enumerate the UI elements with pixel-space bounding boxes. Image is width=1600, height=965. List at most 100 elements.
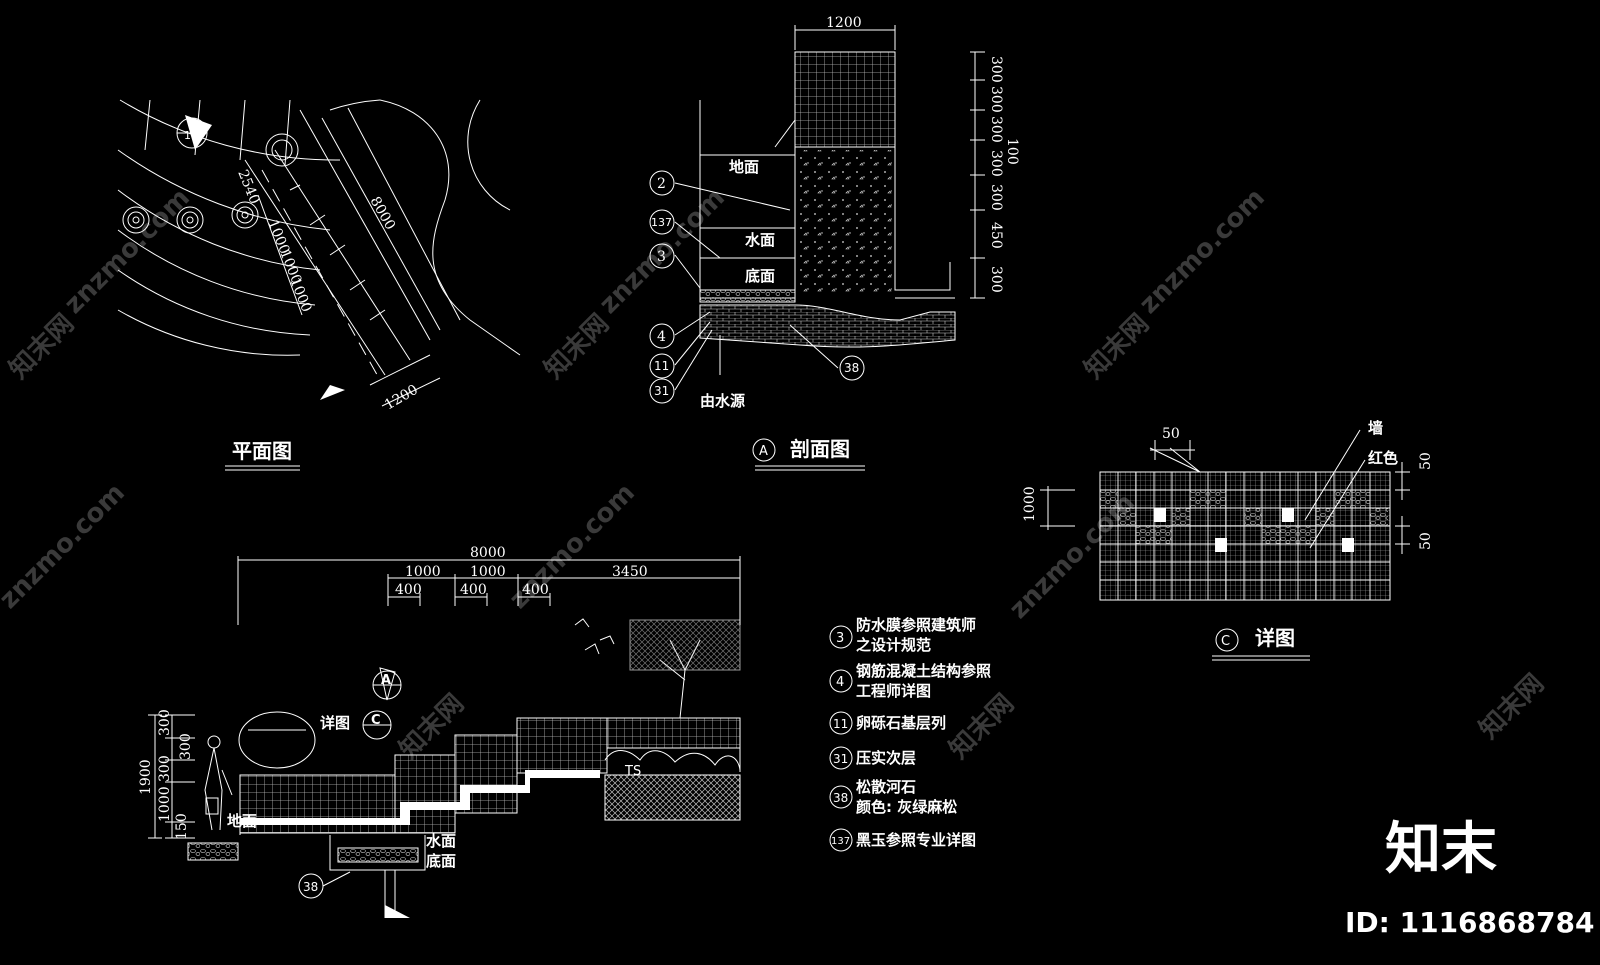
section-callout: 137 [651, 216, 672, 229]
detail-label-red: 红色 [1368, 449, 1398, 467]
watermark-site: 知末网 [539, 309, 615, 385]
watermark-site: 知末网 [4, 309, 80, 385]
section-right-dim: 300 [988, 150, 1004, 177]
section-callout: 2 [657, 176, 666, 192]
detail-label-wall: 墙 [1368, 419, 1383, 437]
detail-dim-right: 50 [1418, 452, 1434, 470]
watermark-site: 知末网 [1474, 669, 1550, 745]
section-right-dim: 300 [988, 116, 1004, 143]
watermark-site: 知末网 [944, 689, 1020, 765]
legend-item: 4 钢筋混凝土结构参照 工程师详图 [829, 662, 991, 700]
elev-label-ground: 地面 [227, 812, 257, 830]
legend-item: 3 防水膜参照建筑师 之设计规范 [829, 616, 976, 654]
detail-dim-top: 50 [1162, 426, 1180, 442]
watermark-site: znzmo.com [59, 183, 196, 320]
legend-item: 137 黑玉参照专业详图 [829, 828, 976, 852]
section-title: 剖面图 [790, 437, 850, 461]
plan-title: 平面图 [232, 439, 292, 463]
elev-left-dim: 1000 [157, 786, 173, 822]
legend-text: 卵砾石基层列 [856, 714, 946, 732]
elev-left-dim: 150 [174, 813, 190, 840]
section-right-dim: 450 [988, 222, 1004, 249]
section-callout: 11 [654, 359, 669, 373]
legend-text: 工程师详图 [856, 682, 931, 700]
watermark-site: 知末网 [1079, 309, 1155, 385]
section-right-dim: 300 [988, 56, 1004, 83]
section-a [649, 25, 985, 462]
section-a-labels: 1200 300 300 300 300 300 450 300 100 地面 … [651, 15, 1020, 471]
legend-num: 11 [833, 717, 848, 731]
elev-callout: 38 [303, 880, 318, 894]
section-title-marker: A [759, 444, 768, 459]
elev-dim: 1000 [470, 564, 506, 580]
elev-dim-total: 8000 [470, 545, 506, 561]
elev-left-total: 1900 [138, 759, 154, 795]
watermark-site: znzmo.com [1134, 183, 1271, 320]
legend-num: 137 [831, 836, 850, 847]
section-label-water: 水面 [745, 231, 775, 249]
elev-left-dim: 300 [157, 709, 173, 736]
plan-labels: 1 B 2540 8000 1000 1000 1000 1200 平面图 [184, 124, 421, 471]
elev-label-ts: TS [624, 764, 641, 779]
logo-id: ID: 1116868784 [1345, 906, 1594, 939]
plan-dim: 8000 [367, 194, 399, 233]
section-title-underline [755, 465, 865, 471]
logo-text: 知末 [1385, 817, 1497, 882]
legend-text: 颜色: 灰绿麻松 [856, 798, 957, 816]
detail-title-underline [1212, 655, 1310, 661]
elev-label-detail: 详图 [320, 714, 350, 732]
elev-marker-c: C [371, 713, 381, 728]
elev-dim: 3450 [612, 564, 648, 580]
legend-text: 压实次层 [856, 749, 916, 767]
detail-title: 详图 [1255, 626, 1295, 650]
legend-text: 之设计规范 [856, 636, 931, 654]
section-right-dim: 300 [988, 266, 1004, 293]
watermark-site: znzmo.com [0, 478, 131, 615]
detail-c-labels: 50 1000 50 50 墙 红色 C 详图 [1022, 419, 1434, 661]
section-callout: 31 [654, 384, 669, 398]
plan-marker-num: 1 [184, 129, 191, 142]
legend: 3 防水膜参照建筑师 之设计规范 4 钢筋混凝土结构参照 工程师详图 11 卵砾… [829, 616, 991, 852]
legend-text: 黑玉参照专业详图 [856, 831, 976, 849]
section-callout: 38 [844, 361, 859, 375]
elev-label-water: 水面 [426, 832, 456, 850]
legend-item: 31 压实次层 [829, 746, 916, 770]
legend-num: 38 [833, 791, 848, 805]
elev-marker-a: A [381, 673, 391, 688]
legend-num: 31 [833, 752, 848, 766]
elev-dim: 1000 [405, 564, 441, 580]
elev-label-bottom: 底面 [426, 852, 456, 870]
plan-dim: 1000 [286, 276, 314, 315]
section-top-dim: 1200 [826, 15, 862, 31]
elevation-labels: 8000 1000 1000 3450 400 400 400 300 300 … [138, 545, 648, 894]
section-label-source: 由水源 [700, 392, 745, 410]
legend-num: 3 [836, 631, 844, 646]
plan-view [117, 99, 521, 407]
section-label-ground: 地面 [729, 158, 759, 176]
detail-title-marker: C [1221, 634, 1230, 649]
section-label-bottom: 底面 [745, 267, 775, 285]
legend-text: 防水膜参照建筑师 [856, 616, 976, 634]
plan-dim: 1200 [382, 382, 421, 414]
elev-left-dim: 300 [157, 755, 173, 782]
detail-c [1040, 429, 1410, 652]
legend-num: 4 [836, 675, 844, 690]
plan-dim: 2540 [234, 168, 262, 207]
section-right-total: 100 [1004, 138, 1020, 165]
section-callout: 3 [657, 249, 666, 265]
detail-dim-right: 50 [1418, 532, 1434, 550]
section-callout: 4 [657, 329, 666, 345]
elevation-view [148, 556, 741, 918]
detail-dim-left: 1000 [1022, 486, 1038, 522]
section-right-dim: 300 [988, 184, 1004, 211]
plan-marker-b: B [198, 124, 207, 138]
elev-left-dim: 300 [178, 733, 194, 760]
legend-item: 11 卵砾石基层列 [829, 711, 946, 735]
elev-dim: 400 [395, 582, 422, 598]
plan-title-underline [225, 465, 300, 471]
elev-dim: 400 [522, 582, 549, 598]
legend-text: 松散河石 [856, 778, 916, 796]
section-right-dim: 300 [988, 86, 1004, 113]
elev-dim: 400 [460, 582, 487, 598]
